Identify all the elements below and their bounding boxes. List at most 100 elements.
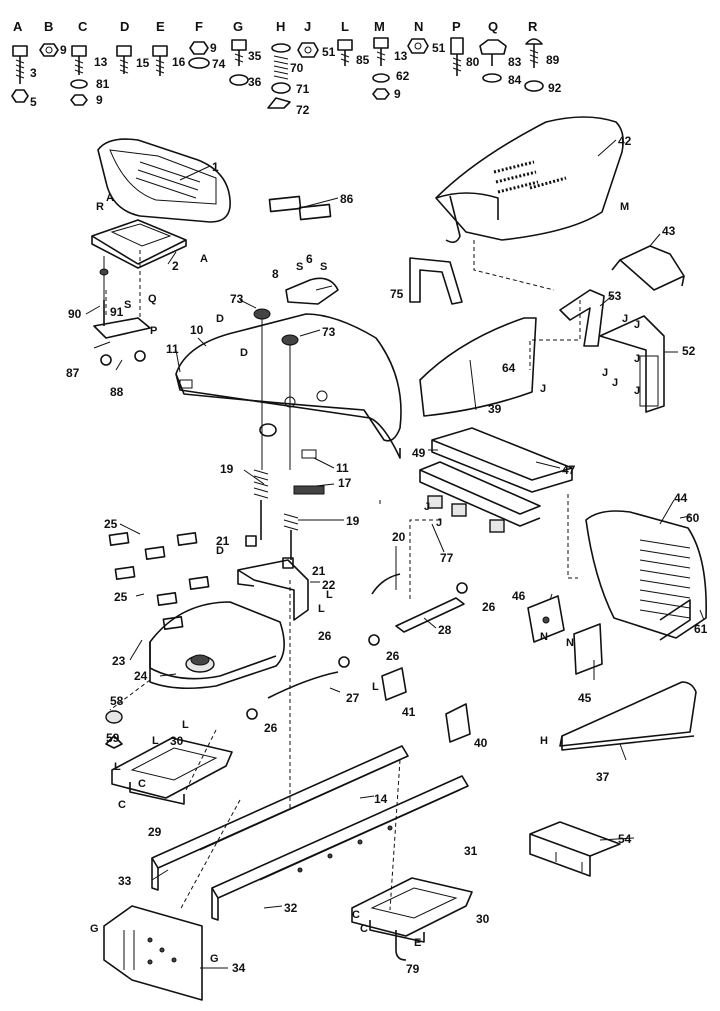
part-number-label: 40 [474,736,488,750]
seat-bracket-87 [93,256,151,366]
hardware-number-label: 36 [248,75,262,89]
part-number-label: 30 [170,734,184,748]
part-number-label: 26 [264,721,278,735]
hardware-number-label: 15 [136,56,150,70]
hardware-number-label: 81 [96,77,110,91]
part-number-label: 26 [482,600,496,614]
part-number-label: 45 [578,691,592,705]
reference-letter-label: N [540,631,548,643]
reference-letter-label: L [372,681,379,693]
hardware-number-label: 35 [248,49,262,63]
clips-77 [427,495,505,533]
reference-letter-label: C [352,909,360,921]
bracket-43 [611,245,685,291]
part-number-label: 22 [322,578,336,592]
part-number-label: 52 [682,344,696,358]
reference-letter-label: J [612,377,618,389]
part-number-label: 43 [662,224,676,238]
nut-icon [407,38,429,54]
reference-letter-label: M [620,201,629,213]
hood-bracket-52 [599,315,665,413]
part-number-label: 24 [134,669,148,683]
reference-letter-label: J [622,313,628,325]
hardware-number-label: 3 [30,66,37,80]
hardware-number-label: 51 [322,45,336,59]
grille [585,510,707,641]
hose-27 [267,671,339,699]
clip-21 [245,535,294,569]
part-number-label: 41 [402,705,416,719]
hardware-number-label: 51 [432,41,446,55]
bolt-icon [337,39,353,66]
part-number-label: 1 [212,160,219,174]
callout-leaders [85,139,705,969]
hardware-letter-label: M [374,19,385,34]
hardware-letter-label: C [78,19,88,34]
rod-17 [293,485,325,495]
part-number-label: 11 [336,461,349,475]
panel-47 [431,427,573,493]
clip-59 [105,735,123,749]
hardware-letter-label: N [414,19,423,34]
reference-letter-label: J [634,319,640,331]
reference-letter-label: J [602,367,608,379]
bracket-41 [381,667,407,701]
hood [435,116,624,244]
part-number-label: 60 [686,511,700,525]
hardware-number-label: 9 [394,87,401,101]
reference-letter-label: D [240,347,248,359]
part-number-label: 87 [66,366,80,380]
bolt-icon [152,45,168,76]
front-plate [103,905,203,1001]
part-number-label: 29 [148,825,162,839]
part-number-label: 79 [406,962,420,976]
part-number-label: 19 [346,514,360,528]
part-number-label: 26 [386,649,400,663]
hook-79 [395,930,407,961]
part-number-label: 37 [596,770,610,784]
hardware-number-label: 9 [96,93,103,107]
reference-letter-label: N [566,637,574,649]
part-number-label: 86 [340,192,354,206]
hardware-number-label: 13 [394,49,408,63]
part-number-label: 14 [374,792,388,806]
reference-letter-label: C [360,923,368,935]
hardware-number-label: 89 [546,53,560,67]
assembly-lines [105,240,581,911]
part-number-label: 59 [106,731,120,745]
side-panel-64 [419,317,537,417]
nut-icon [39,43,59,57]
part-number-label: 49 [412,446,426,460]
part-number-label: 31 [464,844,478,858]
reference-letter-label: D [216,313,224,325]
part-number-label: 73 [230,292,244,306]
part-number-label: 61 [694,622,708,636]
part-number-label: 58 [110,694,124,708]
spring-19 [253,469,299,560]
bolt-icon [70,45,88,106]
bolt-icon [116,45,132,74]
part-number-label: 53 [608,289,622,303]
part-number-label: 25 [114,590,128,604]
hardware-number-label: 84 [508,73,522,87]
part-number-label: 42 [618,134,632,148]
bracket-22 [237,559,309,621]
part-number-label: 46 [512,589,526,603]
bolt-icon [229,39,249,86]
fuel-tank [149,601,285,690]
hardware-letter-label: B [44,19,53,34]
hardware-row [11,37,544,109]
hardware-letter-label: G [233,19,243,34]
frame-rail-32 [211,775,469,921]
reference-letter-label: G [210,953,219,965]
reference-letter-label: J [634,385,640,397]
hardware-number-label: 71 [296,82,310,96]
hardware-letter-label: R [528,19,538,34]
part-number-label: 23 [112,654,126,668]
reference-letter-label: J [436,517,442,529]
stud-icon [450,37,464,76]
hardware-number-label: 13 [94,55,108,69]
panel-49 [419,461,541,527]
